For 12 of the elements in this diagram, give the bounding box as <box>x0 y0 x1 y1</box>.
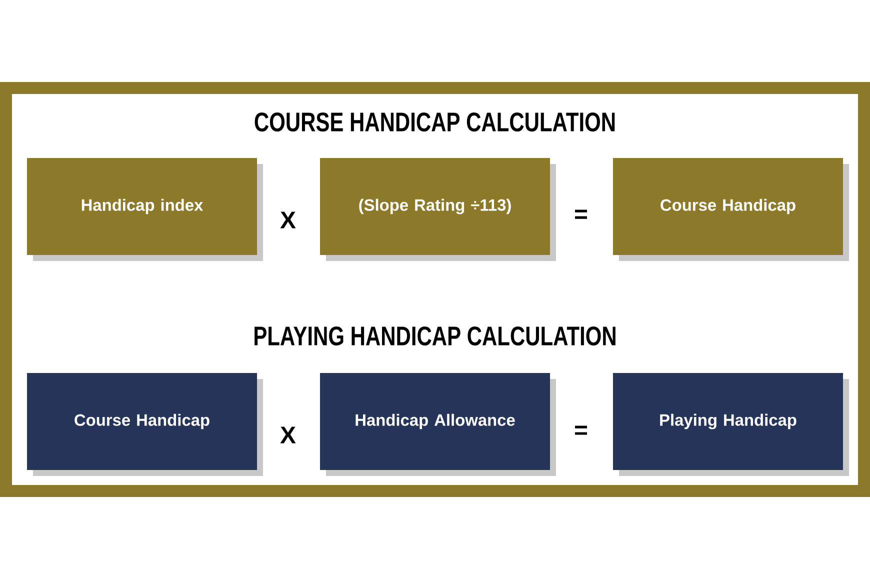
operator-sign: X <box>280 426 296 444</box>
calculation-box: Handicap Allowance <box>320 372 556 476</box>
section-heading: PLAYING HANDICAP CALCULATION <box>254 326 616 346</box>
calculation-box: Playing Handicap <box>613 372 849 476</box>
operator-sign: = <box>575 426 587 435</box>
calculation-box: Course Handicap <box>27 372 263 476</box>
calculation-box: Handicap index <box>27 158 263 261</box>
operator-sign: X <box>280 212 296 228</box>
section-heading: COURSE HANDICAP CALCULATION <box>254 112 615 132</box>
calculation-box: Course Handicap <box>613 158 849 261</box>
operator-sign: = <box>575 210 587 219</box>
calculation-box: (Slope Rating ÷113) <box>320 158 556 261</box>
